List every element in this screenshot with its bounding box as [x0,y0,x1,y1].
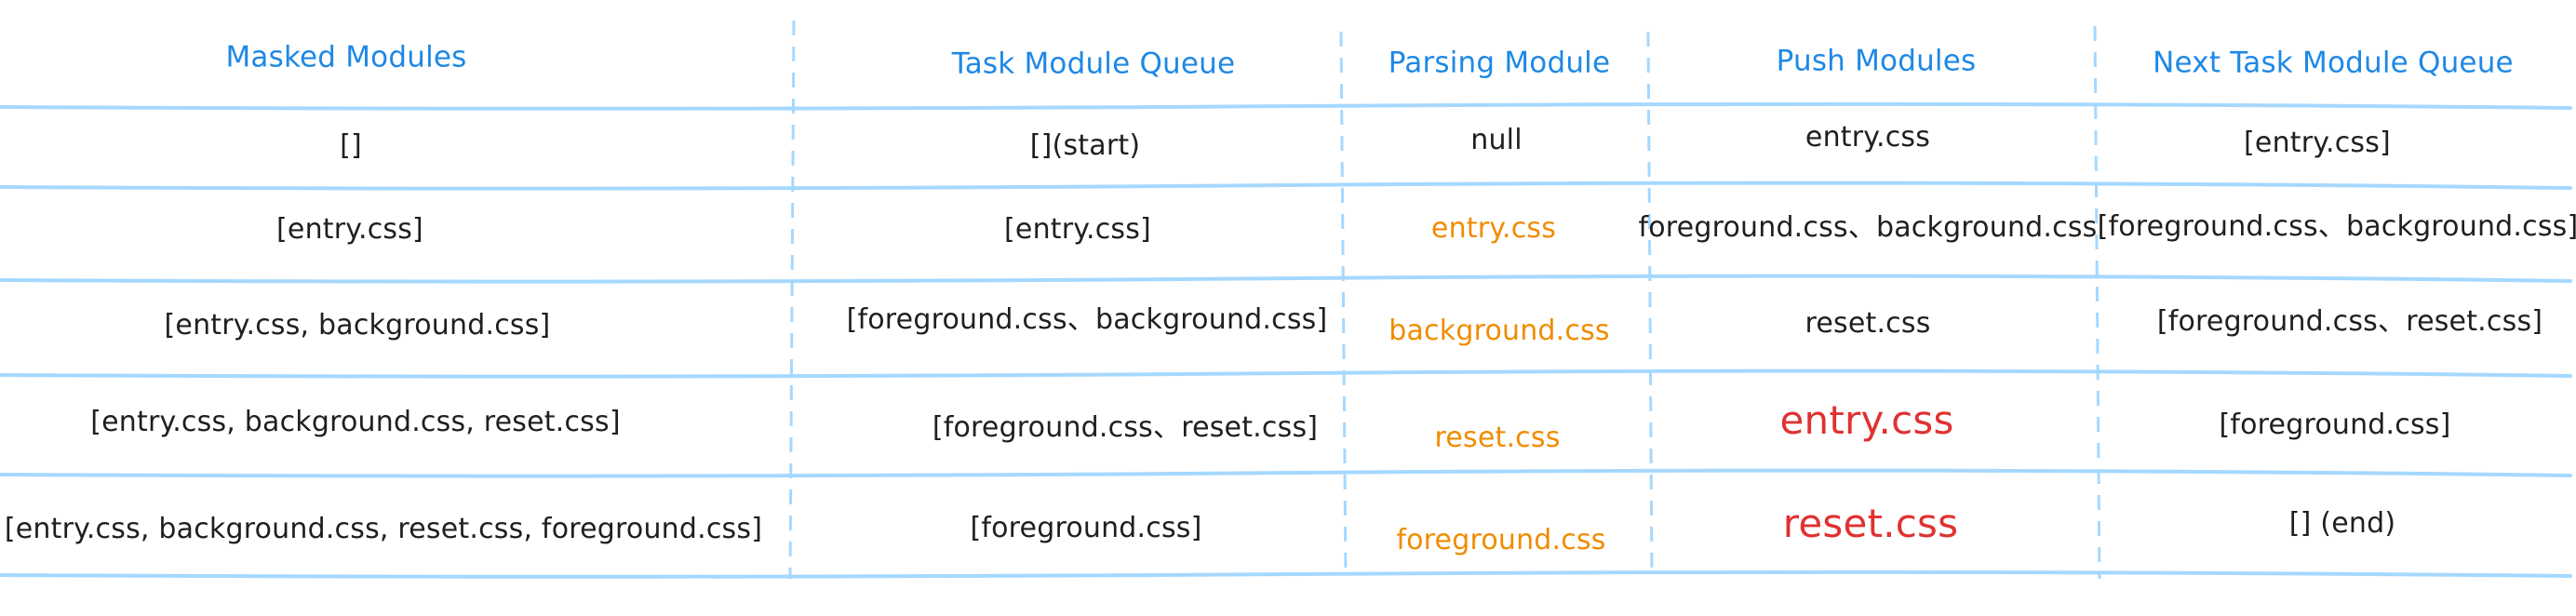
row-2-push: foreground.css、background.css [1638,211,2098,244]
row-4-queue: [foreground.css、reset.css] [932,411,1319,444]
row-rules [0,101,2572,579]
row-5-masked: [entry.css, background.css, reset.css, f… [4,513,763,545]
row-3-masked: [entry.css, background.css] [164,309,551,341]
row-1-push: entry.css [1805,121,1931,154]
row-rule [0,569,2572,579]
header-masked-modules: Masked Modules [225,40,467,74]
row-1-queue: [](start) [1029,129,1141,162]
row-1-parsing: null [1470,124,1523,156]
header-push-modules: Push Modules [1776,44,1977,78]
column-dividers [788,20,2101,580]
row-rule [0,468,2572,478]
header-task-module-queue: Task Module Queue [951,47,1236,81]
row-rule [0,101,2572,111]
row-5-next: [] (end) [2288,507,2396,540]
row-2-masked: [entry.css] [276,213,423,246]
row-3-parsing: background.css [1389,315,1610,347]
column-divider [1646,31,1654,580]
row-4-masked: [entry.css, background.css, reset.css] [90,406,621,438]
row-5-push: reset.css [1782,501,1959,546]
column-divider [1339,31,1348,580]
row-2-next: [foreground.css、background.css] [2097,210,2576,243]
column-divider [2093,25,2101,580]
row-3-queue: [foreground.css、background.css] [846,303,1328,336]
row-3-next: [foreground.css、reset.css] [2156,305,2543,338]
row-rule [0,368,2572,379]
row-1-next: [entry.css] [2244,127,2391,159]
row-2-parsing: entry.css [1430,212,1557,245]
header-parsing-module: Parsing Module [1388,46,1611,80]
row-3-push: reset.css [1805,307,1931,340]
row-4-next: [foreground.css] [2219,408,2451,441]
row-2-queue: [entry.css] [1004,213,1151,246]
row-rule [0,274,2572,284]
header-next-task-module-queue: Next Task Module Queue [2153,46,2514,80]
row-1-masked: [] [340,129,362,162]
row-4-push: entry.css [1779,397,1954,443]
row-rule [0,181,2572,191]
row-4-parsing: reset.css [1434,422,1561,454]
row-5-queue: [foreground.css] [970,512,1202,544]
row-5-parsing: foreground.css [1396,524,1606,556]
column-divider [788,20,796,580]
